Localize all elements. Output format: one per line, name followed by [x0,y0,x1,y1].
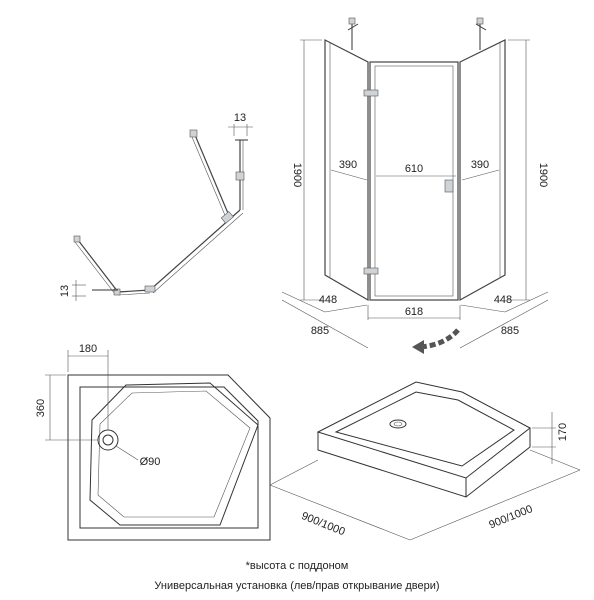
size-left: 900/1000 [300,510,347,538]
door-width: 610 [405,163,423,175]
depth-right: 448 [494,294,512,306]
height-left: 1900 [291,163,303,187]
tray-height: 170 [557,423,569,441]
overall-right: 885 [501,325,519,337]
drain-offset-y: 360 [35,399,47,417]
tray-iso: 900/1000 900/1000 170 [269,381,581,541]
front-view: 1900 1900 610 390 390 618 448 448 885 88… [281,17,549,354]
side-left: 390 [339,159,357,171]
size-right: 900/1000 [487,503,534,531]
overall-left: 885 [311,325,329,337]
plan-view: 13 13 [59,112,253,301]
caption-note: *высота с поддоном [245,560,349,572]
tray-plan: Ø90 180 360 [35,343,271,541]
bottom-width: 618 [405,306,423,318]
caption-installation: Универсальная установка (лев/прав открыв… [154,580,440,592]
caption: *высота с поддоном Универсальная установ… [0,556,594,596]
drain-offset-x: 180 [79,343,97,355]
depth-left: 448 [319,294,337,306]
height-right: 1900 [537,163,549,187]
drain-diameter: Ø90 [140,456,161,468]
side-right: 390 [471,159,489,171]
plan-dim-top: 13 [234,112,246,124]
plan-dim-left: 13 [59,285,71,297]
